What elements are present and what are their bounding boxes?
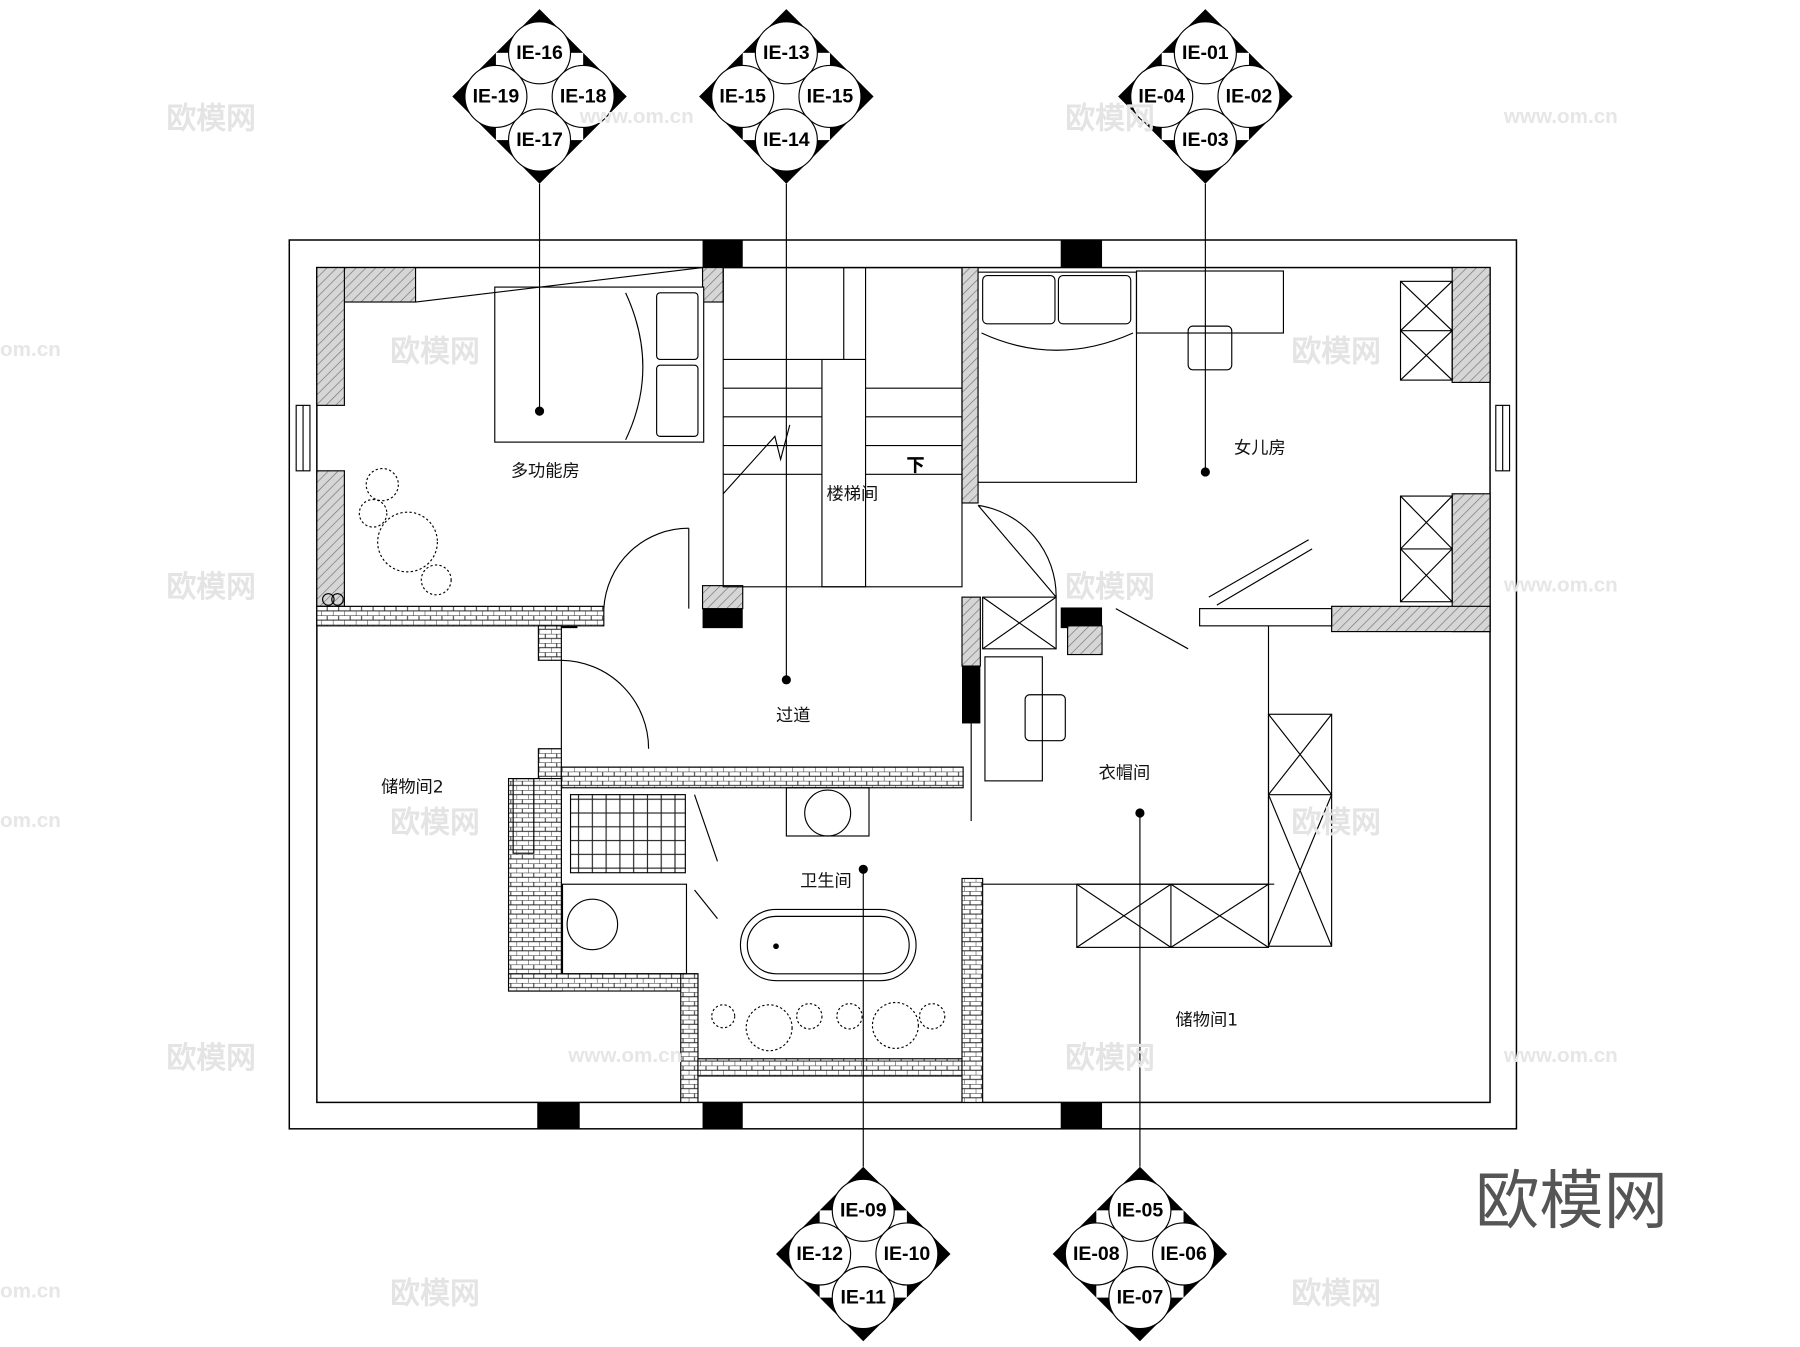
svg-text:www.om.cn: www.om.cn <box>579 105 694 128</box>
tag-circle-left <box>711 64 775 129</box>
watermarks: 欧模网 欧模网 欧模网 欧模网 欧模网 欧模网 欧模网 欧模网 欧模网 欧模网 … <box>0 102 1618 1312</box>
svg-text:欧模网: 欧模网 <box>166 102 256 137</box>
tag-label-left: IE-08 <box>1073 1243 1120 1265</box>
tag-circle-bottom <box>507 108 572 172</box>
tag-circle-left <box>788 1222 852 1286</box>
furniture <box>322 266 1453 1052</box>
tag-circle-right <box>1151 1222 1216 1286</box>
brand-watermark: 欧模网 <box>1475 1164 1668 1239</box>
room-label-daughter-room: 女儿房 <box>1234 439 1286 459</box>
tag-label-left: IE-12 <box>796 1243 843 1265</box>
tag-circle-bottom <box>754 108 818 172</box>
tag-circle-bottom <box>1173 108 1237 172</box>
building-outline <box>288 239 1518 1130</box>
room-label-storage-1: 储物间1 <box>1176 1010 1239 1030</box>
tag-label-top: IE-01 <box>1182 42 1229 64</box>
tag-circle-right <box>798 64 862 129</box>
svg-text:om.cn: om.cn <box>0 338 61 361</box>
tag-label-bottom: IE-03 <box>1182 129 1229 151</box>
svg-text:欧模网: 欧模网 <box>1065 570 1155 605</box>
svg-text:欧模网: 欧模网 <box>1291 806 1381 841</box>
svg-text:www.om.cn: www.om.cn <box>567 1044 682 1067</box>
svg-text:欧模网: 欧模网 <box>1291 1276 1381 1311</box>
tag-label-right: IE-06 <box>1160 1243 1207 1265</box>
svg-text:欧模网: 欧模网 <box>390 1276 480 1311</box>
svg-text:欧模网: 欧模网 <box>1065 102 1155 137</box>
tag-circle-left <box>1130 64 1194 129</box>
doors <box>560 504 1189 920</box>
tag-label-top: IE-09 <box>840 1199 887 1221</box>
tag-label-left: IE-19 <box>473 85 520 107</box>
tag-label-left: IE-04 <box>1138 85 1185 107</box>
staircase: 下 <box>722 266 963 588</box>
svg-text:om.cn: om.cn <box>0 1280 61 1303</box>
tag-label-top: IE-05 <box>1117 1199 1164 1221</box>
tag-label-bottom: IE-14 <box>763 129 810 151</box>
svg-text:欧模网: 欧模网 <box>166 1041 256 1076</box>
tag-circle-top <box>754 21 818 85</box>
hatched-walls <box>316 266 1491 667</box>
room-label-cloakroom: 衣帽间 <box>1099 764 1151 784</box>
tag-circle-top <box>507 21 572 85</box>
tag-label-left: IE-15 <box>719 85 766 107</box>
svg-text:欧模网: 欧模网 <box>390 335 480 370</box>
tag-label-right: IE-10 <box>884 1243 931 1265</box>
svg-text:www.om.cn: www.om.cn <box>1503 573 1618 596</box>
room-labels: 多功能房 楼梯间 女儿房 过道 储物间2 衣帽间 卫生间 储物间1 <box>381 439 1286 1031</box>
svg-text:欧模网: 欧模网 <box>166 570 256 605</box>
tag-label-bottom: IE-17 <box>516 129 563 151</box>
tag-label-bottom: IE-11 <box>841 1287 887 1309</box>
tag-circle-left <box>464 64 528 129</box>
svg-text:om.cn: om.cn <box>0 809 61 832</box>
tag-label-top: IE-13 <box>763 42 810 64</box>
tag-circle-right <box>1217 64 1281 129</box>
tag-circle-bottom <box>1108 1266 1172 1330</box>
svg-text:www.om.cn: www.om.cn <box>1503 105 1618 128</box>
brick-walls <box>316 605 984 1103</box>
leader-lines <box>534 183 1210 1167</box>
stair-direction-label: 下 <box>907 456 924 476</box>
tag-circle-left <box>1064 1222 1128 1286</box>
svg-text:欧模网: 欧模网 <box>390 806 480 841</box>
tag-circle-top <box>1173 21 1237 85</box>
svg-text:欧模网: 欧模网 <box>1065 1041 1155 1076</box>
svg-text:www.om.cn: www.om.cn <box>1503 1044 1618 1067</box>
room-label-corridor: 过道 <box>776 706 810 726</box>
tag-circle-top <box>831 1178 895 1242</box>
tag-label-right: IE-02 <box>1226 85 1273 107</box>
room-label-storage-2: 储物间2 <box>381 777 444 797</box>
room-label-stairwell: 楼梯间 <box>827 485 879 505</box>
svg-text:欧模网: 欧模网 <box>1291 335 1381 370</box>
tag-circle-right <box>875 1222 939 1286</box>
tag-label-right: IE-15 <box>807 85 854 107</box>
room-label-bathroom: 卫生间 <box>800 872 852 892</box>
tag-circle-bottom <box>831 1266 895 1330</box>
windows <box>295 404 1511 472</box>
tag-circle-right <box>551 64 615 129</box>
room-label-multi-function: 多功能房 <box>511 462 580 482</box>
tag-label-right: IE-18 <box>560 85 607 107</box>
tag-circle-top <box>1108 1178 1172 1242</box>
tag-label-top: IE-16 <box>516 42 563 64</box>
tag-label-bottom: IE-07 <box>1117 1287 1164 1309</box>
